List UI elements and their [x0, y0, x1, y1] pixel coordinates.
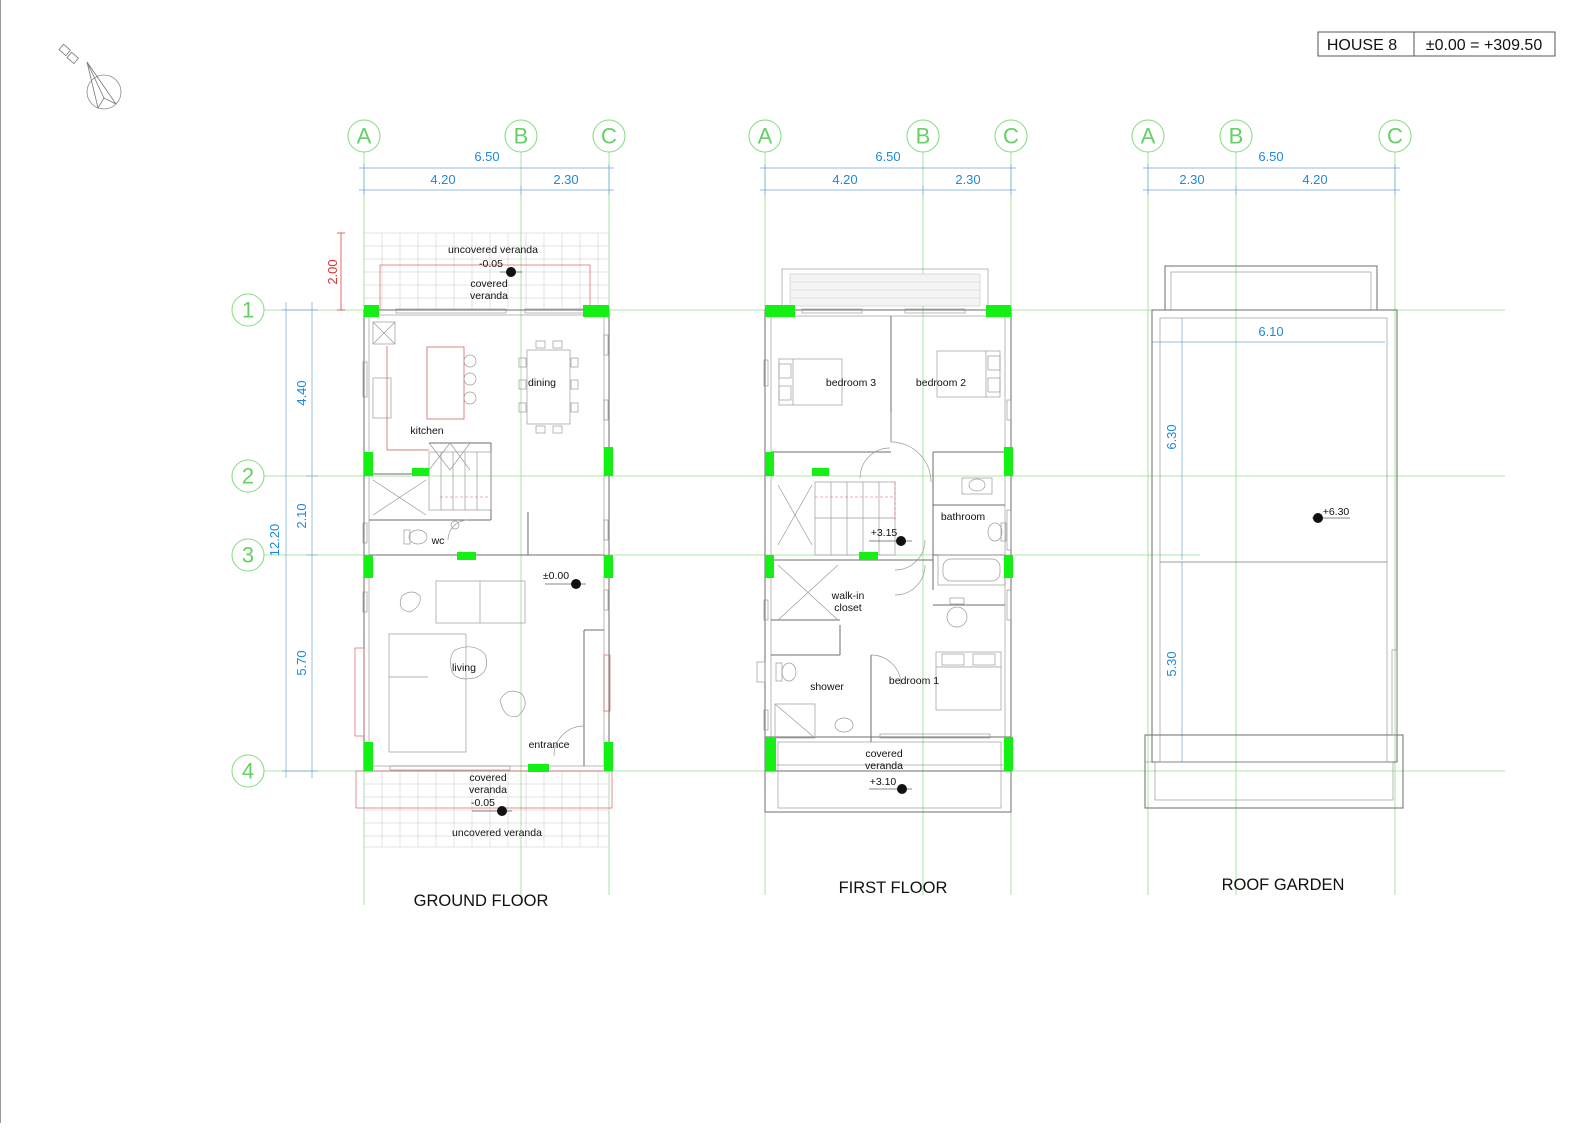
- level-marker-icon: [500, 267, 522, 277]
- dim-bc: 4.20: [1302, 172, 1327, 187]
- dimensions: 6.50 4.20 2.30 6.50 4.20 2.30 6.50 2.30 …: [267, 149, 1400, 778]
- axis-label: C: [601, 124, 617, 149]
- level-label: -0.05: [479, 258, 503, 270]
- house-label: HOUSE 8: [1327, 37, 1397, 54]
- dim-row-23: 2.10: [294, 503, 309, 528]
- axis-label: B: [916, 124, 931, 149]
- room-label: kitchen: [410, 425, 443, 437]
- level-marker-icon: [472, 806, 512, 816]
- room-label: uncovered veranda: [448, 244, 538, 256]
- dim-row-12: 4.40: [294, 380, 309, 405]
- level-label: +6.30: [1323, 506, 1350, 518]
- dim-ab: 2.30: [1179, 172, 1204, 187]
- room-label: bedroom 3: [826, 377, 876, 389]
- room-label: wc: [431, 535, 445, 547]
- level-label: +3.15: [871, 527, 898, 539]
- dim-ab: 4.20: [430, 172, 455, 187]
- dim-total: 6.50: [1258, 149, 1283, 164]
- level-label: -0.05: [471, 797, 495, 809]
- room-label: entrance: [529, 739, 570, 751]
- axis-label: B: [1229, 124, 1244, 149]
- level-marker-icon: [1312, 513, 1350, 523]
- dim-bc: 2.30: [553, 172, 578, 187]
- plan-title: GROUND FLOOR: [414, 892, 549, 910]
- plan-title: ROOF GARDEN: [1222, 876, 1345, 894]
- room-label: bedroom 2: [916, 377, 966, 389]
- dim-row-34: 5.70: [294, 650, 309, 675]
- datum-label: ±0.00 = +309.50: [1426, 37, 1543, 54]
- dim-upper: 6.30: [1164, 424, 1179, 449]
- north-arrow-icon: [58, 43, 122, 110]
- axis-label: A: [357, 124, 372, 149]
- level-marker-icon: [869, 784, 912, 794]
- level-marker-icon: [545, 579, 586, 589]
- level-label: +3.10: [870, 776, 897, 788]
- level-marker-icon: [869, 536, 912, 546]
- dim-ab: 4.20: [832, 172, 857, 187]
- dim-total: 6.50: [875, 149, 900, 164]
- room-label: living: [452, 662, 476, 674]
- room-label: uncovered veranda: [452, 827, 542, 839]
- axis-label: 2: [242, 464, 254, 489]
- dim-total: 6.50: [474, 149, 499, 164]
- axis-label: C: [1003, 124, 1019, 149]
- dim-inner-width: 6.10: [1258, 324, 1283, 339]
- grid-bubbles: A B C A B C A B C 1 2 3 4: [231, 119, 1412, 788]
- first-floor-plan: bedroom 3 bedroom 2 bathroom +3.15 walk-…: [756, 268, 1013, 897]
- roof-garden-plan: +6.30 ROOF GARDEN: [1144, 265, 1404, 894]
- room-label: dining: [528, 377, 556, 389]
- axis-label: C: [1387, 124, 1403, 149]
- room-label: bedroom 1: [889, 675, 939, 687]
- dim-veranda: 2.00: [325, 259, 340, 284]
- axis-label: 1: [242, 298, 254, 323]
- axis-label: B: [514, 124, 529, 149]
- axis-label: 4: [242, 759, 254, 784]
- room-label: shower: [810, 681, 844, 693]
- dim-total-vertical: 12.20: [267, 524, 282, 557]
- room-label: bathroom: [941, 511, 986, 523]
- axis-label: A: [1141, 124, 1156, 149]
- level-label: ±0.00: [543, 570, 569, 582]
- title-block: HOUSE 8 ±0.00 = +309.50: [1317, 31, 1556, 57]
- axis-label: A: [758, 124, 773, 149]
- dim-lower: 5.30: [1164, 651, 1179, 676]
- dim-bc: 2.30: [955, 172, 980, 187]
- axis-label: 3: [242, 543, 254, 568]
- plan-title: FIRST FLOOR: [839, 879, 948, 897]
